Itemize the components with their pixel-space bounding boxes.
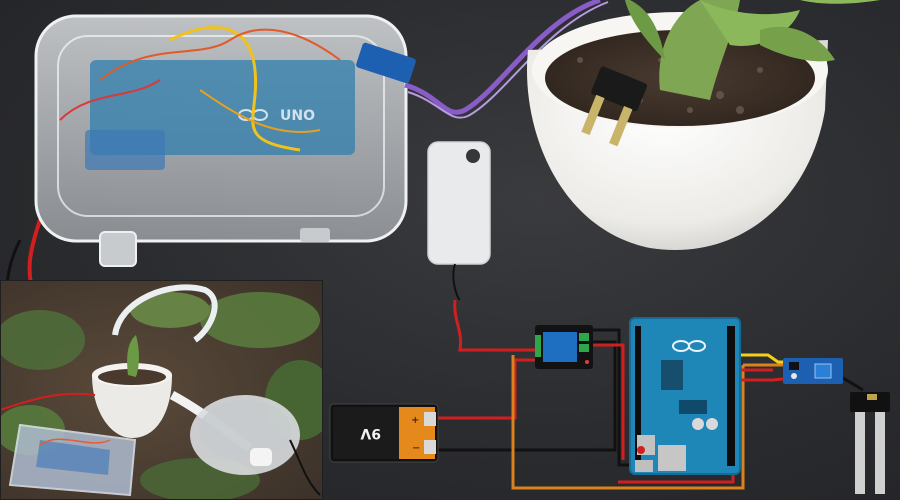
battery-label: 9V xyxy=(360,425,381,441)
infinity-logo-icon xyxy=(672,340,706,352)
plant-pot xyxy=(527,0,880,250)
svg-text:+: + xyxy=(411,415,419,426)
moisture-sensor-module xyxy=(783,358,843,384)
moisture-sensor-probe xyxy=(850,392,890,494)
circuit-diagram: 9V + − xyxy=(329,300,890,494)
white-water-tag xyxy=(427,141,491,265)
soil-moisture-probe xyxy=(581,66,648,147)
water-bowl xyxy=(190,395,300,475)
water-tube xyxy=(112,284,218,343)
top-photo-layer: UNO xyxy=(5,0,880,300)
box-latch xyxy=(99,231,137,267)
purple-ribbon-wire xyxy=(404,0,601,115)
arduino-uno-board xyxy=(629,317,741,475)
9v-battery: 9V + − xyxy=(329,403,439,463)
small-enclosure-box xyxy=(8,423,137,497)
arduino-board-label: UNO xyxy=(280,108,315,124)
plus-minus-icon: + − xyxy=(411,412,436,454)
relay-module xyxy=(535,325,593,369)
wire-red-battery xyxy=(423,358,538,420)
wire-orange-loop xyxy=(511,355,745,490)
svg-text:−: − xyxy=(412,443,420,454)
small-plant-pot xyxy=(92,335,172,438)
plastic-enclosure-box: UNO xyxy=(34,14,408,267)
wire-red-top xyxy=(453,300,558,352)
sensor-module-on-box xyxy=(356,42,416,84)
wire-black-battery xyxy=(423,340,617,452)
garden-inset-photo xyxy=(0,280,323,500)
relay-inside-box xyxy=(85,130,165,170)
wire-black-relay xyxy=(593,328,633,467)
cactus-plant xyxy=(625,0,880,100)
